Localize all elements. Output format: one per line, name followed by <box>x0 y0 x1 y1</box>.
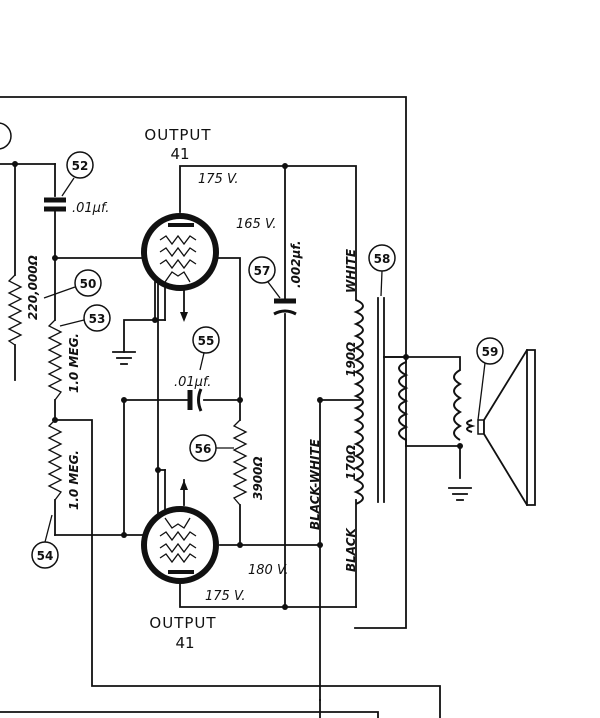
svg-text:57: 57 <box>254 264 271 278</box>
tube-lower <box>141 506 219 584</box>
callout-56: 56 <box>189 434 234 462</box>
black-lead-label: BLACK <box>344 526 358 572</box>
svg-text:54: 54 <box>37 549 54 563</box>
lower-tube-label: OUTPUT <box>149 614 216 632</box>
callout-partial <box>0 122 12 150</box>
resistor-56 <box>232 419 248 506</box>
callout-52: 52 <box>61 151 94 197</box>
callout-55: 55 <box>192 326 220 371</box>
resistor-53 <box>47 319 63 401</box>
white-lead-label: WHITE <box>344 248 358 293</box>
svg-text:52: 52 <box>72 159 89 173</box>
r53-value: 1.0 MEG. <box>67 333 81 393</box>
svg-text:50: 50 <box>80 277 97 291</box>
wiring <box>0 96 472 718</box>
black-white-lead-label: BLACK-WHITE <box>308 438 322 530</box>
svg-text:59: 59 <box>482 345 499 359</box>
lower-cathode-voltage: 180 V. <box>248 563 288 578</box>
svg-text:55: 55 <box>198 334 215 348</box>
callout-53: 53 <box>59 304 111 332</box>
c57-value: .002μf. <box>289 240 303 288</box>
upper-tube-type: 41 <box>170 145 189 163</box>
upper-tube-label: OUTPUT <box>144 126 211 144</box>
lower-tube-type: 41 <box>175 634 194 652</box>
callout-58: 58 <box>368 244 396 297</box>
capacitor-57 <box>273 298 297 316</box>
output-transformer <box>353 297 409 505</box>
lower-winding-resistance: 170Ω <box>344 445 358 480</box>
callout-57: 57 <box>248 256 281 299</box>
callout-54: 54 <box>31 514 59 569</box>
c55-value: .01μf. <box>174 375 211 390</box>
r50-value: 220,000Ω <box>26 255 40 320</box>
svg-text:58: 58 <box>374 252 391 266</box>
c52-value: .01μf. <box>72 201 109 216</box>
callout-50: 50 <box>43 269 102 299</box>
upper-screen-voltage: 165 V. <box>236 217 276 232</box>
upper-plate-voltage: 175 V. <box>198 172 238 187</box>
speaker <box>453 349 536 506</box>
tube-upper <box>141 213 219 291</box>
upper-winding-resistance: 190Ω <box>344 342 358 377</box>
lower-plate-voltage: 175 V. <box>205 589 245 604</box>
junction-dots <box>12 161 463 610</box>
svg-text:53: 53 <box>89 312 106 326</box>
resistor-54 <box>47 419 63 501</box>
resistor-50 <box>7 274 23 346</box>
callout-59: 59 <box>476 337 504 421</box>
r54-value: 1.0 MEG. <box>67 450 81 510</box>
capacitor-55 <box>187 388 203 412</box>
capacitor-52 <box>44 197 66 212</box>
svg-text:56: 56 <box>195 442 212 456</box>
r56-value: 3900Ω <box>251 456 265 500</box>
